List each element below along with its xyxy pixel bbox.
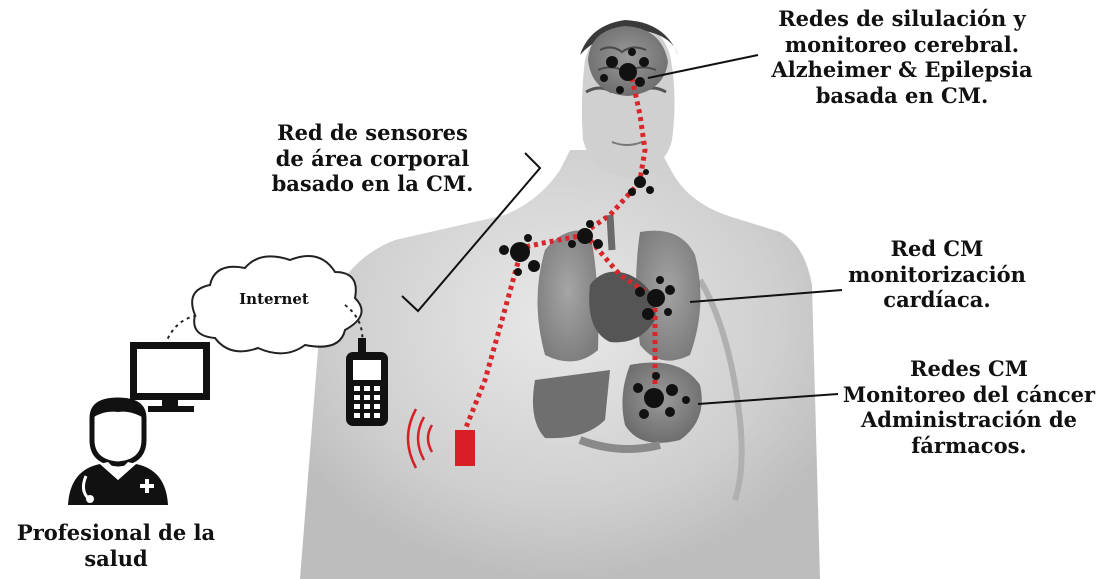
cardiac-network-label: Red CM monitorización cardíaca.: [822, 236, 1052, 313]
arrow-brain: [647, 54, 759, 79]
cloud-link-right: [344, 304, 364, 346]
node: [606, 56, 618, 68]
node: [646, 186, 654, 194]
node: [639, 409, 649, 419]
label-line: Red de sensores: [277, 120, 468, 145]
node-cluster-shoulder: [568, 220, 603, 249]
lungs-image: [537, 214, 701, 362]
link-neck-shoulder: [583, 180, 642, 235]
node: [652, 372, 660, 380]
node: [639, 57, 649, 67]
node: [568, 240, 576, 248]
node: [682, 396, 690, 404]
node: [528, 260, 540, 272]
brain-network-label: Redes de silulación y monitoreo cerebral…: [752, 6, 1052, 108]
node: [616, 86, 624, 94]
cloud-icon: [191, 255, 363, 355]
internet-label: Internet: [218, 290, 330, 308]
doctor-icon: [68, 397, 168, 505]
node: [510, 242, 530, 262]
node: [635, 287, 645, 297]
label-line: Red CM: [890, 236, 984, 261]
node: [628, 48, 636, 56]
node: [665, 407, 675, 417]
node: [664, 308, 672, 316]
monitor-icon: [130, 342, 210, 412]
label-line: basada en CM.: [815, 82, 989, 108]
node: [647, 289, 665, 307]
label-line: fármacos.: [911, 432, 1027, 458]
body-sensor-bracket: [401, 152, 542, 313]
node: [642, 308, 654, 320]
node-cluster-shoulder-left: [499, 234, 540, 276]
label-line: Administración de: [860, 407, 1077, 433]
node: [665, 285, 675, 295]
label-line: Profesional de la: [16, 520, 216, 545]
label-line: Redes de silulación y: [778, 6, 1026, 31]
cloud-link-left: [164, 314, 201, 346]
node: [619, 63, 637, 81]
label-line: monitoreo cerebral.: [784, 31, 1020, 57]
label-line: cardíaca.: [883, 287, 991, 313]
label-line: monitorización: [848, 261, 1026, 287]
link-arm-gateway: [462, 254, 523, 431]
node: [644, 388, 664, 408]
body-sensor-network-label: Red de sensores de área corporal basado …: [240, 120, 505, 197]
label-line: de área corporal: [275, 145, 470, 171]
arrow-cardiac: [689, 289, 843, 303]
node-cluster-heart: [635, 276, 675, 320]
node: [633, 383, 643, 393]
node: [586, 220, 594, 228]
node: [656, 276, 664, 284]
link-shoulder-left: [519, 232, 586, 251]
label-line: Redes CM: [910, 356, 1028, 381]
arrow-cancer: [697, 393, 839, 405]
wireless-signal-icon: [406, 408, 434, 469]
node: [666, 384, 678, 396]
node: [514, 268, 522, 276]
sensor-gateway-icon: [455, 430, 475, 466]
label-line: basado en la CM.: [271, 171, 474, 197]
label-line: salud: [84, 545, 148, 571]
node-cluster-stomach: [633, 372, 690, 419]
cancer-network-label: Redes CM Monitoreo del cáncer Administra…: [828, 356, 1110, 458]
node: [635, 77, 645, 87]
mobile-phone-icon: [346, 338, 388, 426]
label-line: Internet: [239, 290, 309, 308]
label-line: Monitoreo del cáncer: [842, 381, 1096, 407]
node: [600, 74, 608, 82]
health-professional-label: Profesional de la salud: [0, 520, 232, 571]
node: [577, 228, 593, 244]
node: [634, 176, 646, 188]
pointer-lines: [401, 54, 843, 405]
node: [628, 188, 636, 196]
node: [524, 234, 532, 242]
label-line: Alzheimer & Epilepsia: [771, 57, 1033, 83]
node-cluster-neck: [628, 169, 654, 196]
node-cluster-brain: [600, 48, 649, 94]
node: [643, 169, 649, 175]
node: [593, 239, 603, 249]
node: [499, 245, 509, 255]
link-brain-neck: [629, 77, 648, 181]
